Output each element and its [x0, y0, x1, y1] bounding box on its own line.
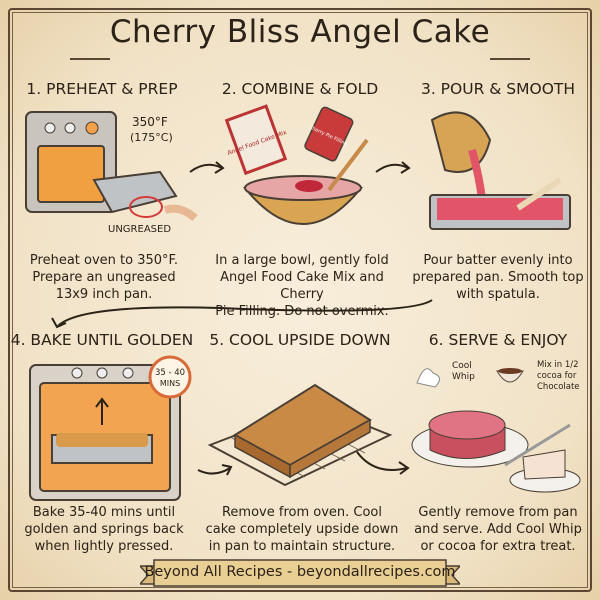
oven-knob — [122, 367, 134, 379]
cooling-cake-illustration — [207, 383, 393, 487]
step-2-heading: 2. COMBINE & FOLD — [221, 80, 379, 98]
step-5-heading: 5. COOL UPSIDE DOWN — [209, 331, 391, 349]
knife — [504, 423, 571, 467]
cocoa-label-1: Mix in 1/2 — [537, 360, 579, 370]
ungreased-circle — [129, 196, 163, 218]
cocoa-label-2: cocoa for — [537, 371, 577, 381]
timer-icon — [148, 355, 192, 399]
outer-frame — [8, 8, 592, 592]
cool-whip-icon — [416, 368, 440, 388]
hand-with-pen — [163, 204, 198, 222]
footer-banner: Beyond All Recipes - beyondallrecipes.co… — [140, 558, 460, 588]
banner-ribbon — [140, 559, 460, 587]
cocoa-label-3: Chocolate — [537, 382, 580, 392]
whip-label-1: Cool — [452, 361, 472, 371]
timer-label-bottom: MINS — [160, 379, 180, 388]
cherry-filling — [295, 180, 323, 192]
golden-cake — [56, 433, 148, 447]
spatula — [327, 138, 369, 192]
baking-oven-illustration: 35 - 40 MINS — [29, 355, 192, 501]
step-6-heading: 6. SERVE & ENJOY — [428, 331, 568, 349]
ungreased-label: UNGREASED — [108, 224, 171, 235]
cake-side — [289, 418, 371, 479]
baking-pan — [92, 170, 178, 214]
page-title: Cherry Bliss Angel Cake — [109, 14, 491, 50]
cocoa-powder — [498, 368, 522, 374]
bowl-mixing-illustration: Angel Food Cake Mix Cherry Pie Filling — [225, 104, 369, 225]
step-4-heading: 4. BAKE UNTIL GOLDEN — [10, 331, 194, 349]
oven-window — [37, 145, 105, 203]
temp-c-label: (175°C) — [130, 131, 173, 144]
cake-top — [428, 410, 506, 440]
cake-slice — [522, 449, 566, 480]
footer-text: Beyond All Recipes - beyondallrecipes.co… — [144, 564, 456, 580]
oven-knob — [64, 122, 76, 134]
pour-batter-illustration — [429, 111, 571, 230]
oven-knob-active — [85, 121, 99, 135]
arrow-4-to-5 — [197, 464, 233, 476]
cocoa-bowl-icon — [496, 370, 524, 383]
step-3-heading: 3. POUR & SMOOTH — [420, 80, 576, 98]
arrow-3-to-4 — [51, 299, 433, 329]
inner-frame — [12, 12, 588, 588]
arrow-5-to-6 — [356, 451, 410, 475]
oven-and-pan-illustration: 350°F (175°C) UNGREASED — [25, 111, 198, 235]
whip-label-2: Whip — [452, 372, 475, 382]
arrow-2-to-3 — [375, 161, 411, 174]
tilted-bowl — [430, 111, 492, 173]
timer-label-top: 35 - 40 — [155, 368, 185, 378]
cake-mix-box: Angel Food Cake Mix — [225, 104, 288, 176]
oven-knob — [96, 367, 108, 379]
arrow-1-to-2 — [189, 161, 225, 174]
spatula — [516, 177, 562, 211]
cherry-pie-can: Cherry Pie Filling — [304, 106, 354, 162]
title-rule-right — [490, 58, 530, 60]
oven-knob — [44, 122, 56, 134]
batter-in-pan — [437, 198, 563, 220]
title-rule-left — [70, 58, 110, 60]
step-1-description: Preheat oven to 350°F.Prepare an ungreas… — [29, 253, 179, 302]
step-1-heading: 1. PREHEAT & PREP — [26, 80, 178, 98]
serve-cake-illustration: Cool Whip Mix in 1/2 cocoa for Chocolate — [411, 360, 581, 493]
rise-arrow — [95, 397, 109, 425]
oven-knob — [71, 367, 83, 379]
temp-f-label: 350°F — [132, 115, 168, 129]
